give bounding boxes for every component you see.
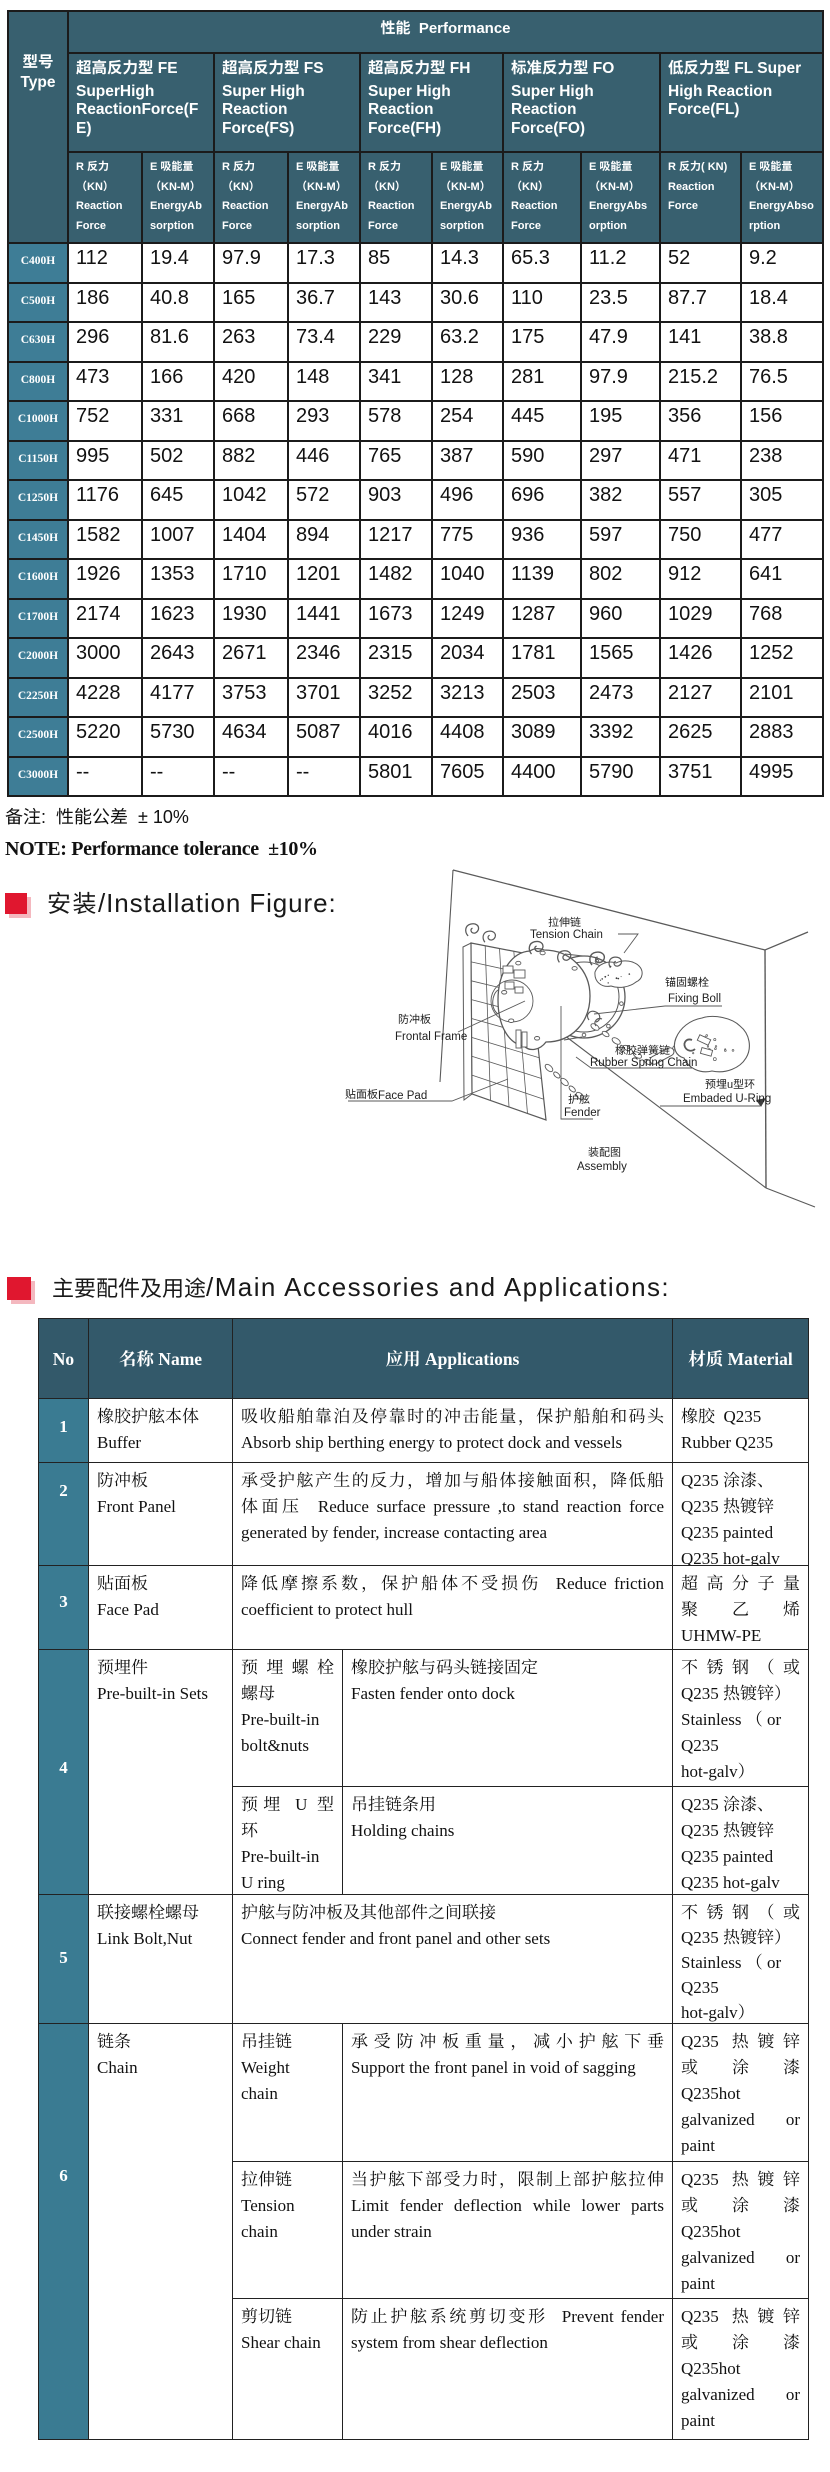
svg-text:预埋u型环: 预埋u型环	[705, 1076, 755, 1092]
svg-text:锚固螺栓: 锚固螺栓	[665, 974, 709, 990]
svg-text:装配图: 装配图	[588, 1144, 621, 1160]
svg-text:橡胶弹簧链: 橡胶弹簧链	[615, 1042, 670, 1058]
svg-text:Assembly: Assembly	[577, 1161, 627, 1173]
svg-text:Tension Chain: Tension Chain	[530, 929, 603, 941]
svg-text:拉伸链: 拉伸链	[548, 914, 581, 930]
svg-text:Frontal Frame: Frontal Frame	[395, 1031, 467, 1043]
svg-text:Embaded U-Ring: Embaded U-Ring	[683, 1093, 771, 1105]
svg-text:护舷: 护舷	[568, 1091, 590, 1107]
svg-text:Fixing Boll: Fixing Boll	[668, 993, 721, 1005]
svg-text:贴面板: 贴面板	[345, 1086, 378, 1102]
svg-text:Fender: Fender	[564, 1107, 601, 1119]
svg-text:Rubber Spring Chain: Rubber Spring Chain	[590, 1057, 697, 1069]
svg-text:Face Pad: Face Pad	[378, 1090, 427, 1102]
svg-text:防冲板: 防冲板	[398, 1011, 431, 1027]
